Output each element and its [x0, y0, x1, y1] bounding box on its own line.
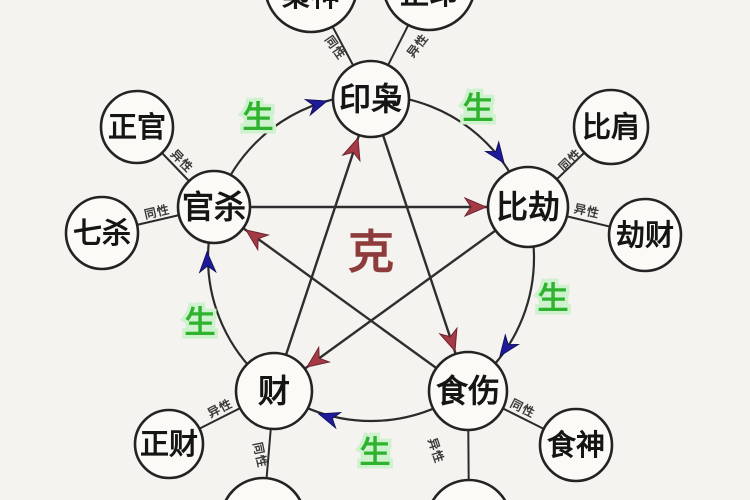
overcome-center-label: 克	[348, 225, 394, 279]
satellite-jiecai-label: 劫财	[616, 218, 674, 252]
satellite-zhengyin: 正印	[384, 0, 474, 32]
relation-label-zhengyin: 异性	[404, 30, 432, 60]
satellite-zhengyin-label: 正印	[400, 0, 458, 11]
cutoff-circle-bottom-right-circle	[431, 478, 507, 500]
satellite-bijian: 比肩	[572, 88, 650, 166]
node-bijie-label: 比劫	[496, 188, 560, 226]
satellite-qisha-circle	[64, 195, 140, 271]
satellite-shishen-circle	[538, 407, 614, 483]
node-shishang-circle	[427, 350, 509, 432]
cutoff-circle-bottom-left	[224, 476, 302, 500]
relation-label-zhengcai: 异性	[205, 395, 235, 420]
satellite-jiecai: 劫财	[607, 197, 683, 273]
node-yinxiao-label: 印枭	[339, 80, 403, 118]
satellite-zhengyin-circle	[384, 0, 474, 32]
overcome-arrow-guansha-to-bijie	[463, 196, 488, 218]
relation-label-xiaoshen: 同性	[322, 32, 349, 62]
generate-arrow-cai-to-guansha	[198, 250, 217, 274]
node-guansha: 官杀	[176, 169, 252, 245]
satellite-zhengguan-circle	[99, 89, 175, 165]
relation-label-zhengguan: 异性	[168, 146, 197, 175]
satellite-xiaoshen-circle	[265, 0, 357, 34]
generate-arrow-shishang-to-cai	[317, 411, 343, 430]
cutoff-circle-bottom-left-circle	[224, 476, 302, 500]
relation-label-shangguan: 异性	[425, 436, 447, 465]
generate-label-left: 生	[185, 305, 216, 341]
satellite-zhengcai: 正财	[133, 408, 205, 480]
generate-label-bottom: 生	[360, 435, 391, 471]
satellite-zhengcai-circle	[133, 408, 205, 480]
relation-label-jiecai: 异性	[573, 200, 602, 220]
cutoff-circle-bottom-right	[431, 478, 507, 500]
overcome-arrow-shishang-to-guansha	[244, 229, 271, 252]
node-shishang-label: 食伤	[436, 372, 500, 410]
node-cai-label: 财	[258, 372, 290, 410]
satellite-jiecai-circle	[607, 197, 683, 273]
node-cai-circle	[234, 351, 314, 431]
generate-arrow-guansha-to-yinxiao	[303, 98, 329, 117]
satellite-zhengguan-label: 正官	[108, 110, 166, 144]
satellite-xiaoshen-label: 枭神	[282, 0, 340, 13]
satellite-zhengguan: 正官	[99, 89, 175, 165]
node-yinxiao: 印枭	[331, 59, 411, 139]
satellite-qisha-label: 七杀	[73, 216, 131, 250]
generate-labels: 生 生 生 生 生	[181, 88, 572, 475]
relation-label-bijian: 同性	[555, 145, 584, 174]
overcome-arrow-bijie-to-cai	[305, 345, 332, 368]
node-yinxiao-circle	[331, 59, 411, 139]
satellite-shishen: 食神	[538, 407, 614, 483]
satellite-xiaoshen: 枭神	[265, 0, 357, 34]
satellite-qisha: 七杀	[64, 195, 140, 271]
generate-label-top-left: 生	[243, 100, 274, 136]
satellite-zhengcai-label: 正财	[140, 427, 198, 461]
relation-label-shishen: 同性	[508, 395, 538, 420]
node-shishang: 食伤	[427, 350, 509, 432]
satellite-bijian-label: 比肩	[582, 110, 640, 144]
satellite-bijian-circle	[572, 88, 650, 166]
relation-label-piancai: 同性	[250, 441, 270, 470]
overcome-arrow-yinxiao-to-shishang	[438, 326, 458, 353]
generate-arrow-bijie-to-shishang	[499, 333, 521, 358]
node-cai: 财	[234, 351, 314, 431]
node-guansha-label: 官杀	[182, 188, 246, 226]
generate-label-right: 生	[538, 281, 569, 317]
node-bijie-circle	[486, 165, 570, 249]
relation-label-qisha: 同性	[143, 201, 172, 221]
overcome-arrow-cai-to-yinxiao	[341, 136, 361, 163]
node-bijie: 比劫	[486, 165, 570, 249]
generate-arrow-yinxiao-to-bijie	[483, 140, 505, 165]
satellite-shishen-label: 食神	[547, 428, 605, 462]
node-guansha-circle	[176, 169, 252, 245]
overcome-arrowheads	[244, 136, 488, 368]
generate-arrowheads	[198, 98, 521, 430]
generate-label-top-right: 生	[463, 91, 494, 127]
